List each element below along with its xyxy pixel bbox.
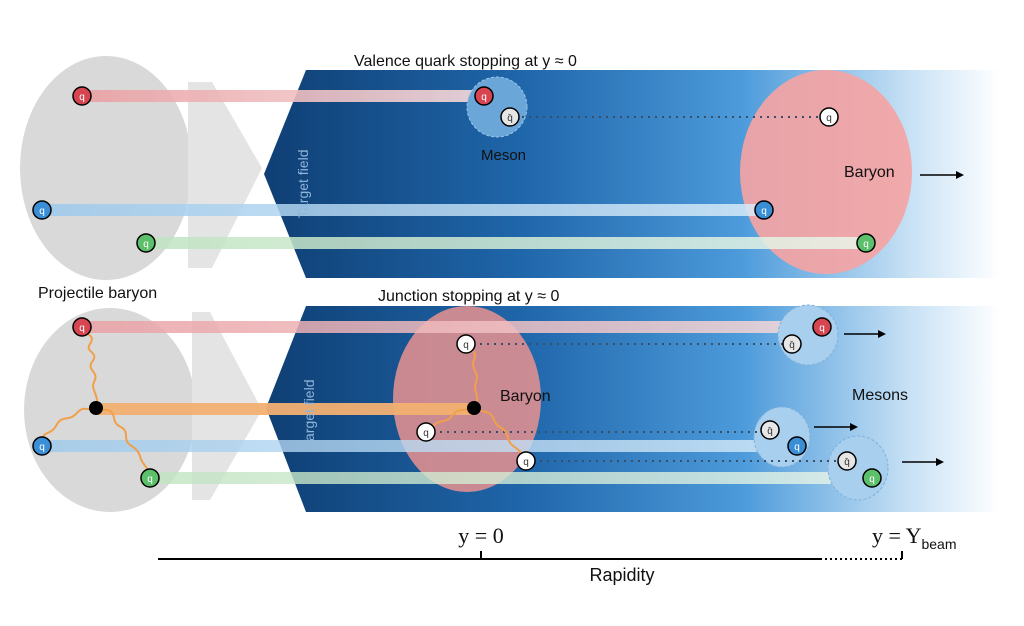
svg-text:q̄: q̄ (844, 457, 850, 468)
bottom-blue-trail (42, 440, 798, 452)
svg-text:q: q (523, 457, 529, 468)
svg-text:q: q (869, 474, 875, 485)
bottom-meson2-antiquark: q̄ (760, 420, 780, 440)
bottom-quark-green-projectile: q (140, 468, 160, 488)
bottom-orange-trail (96, 403, 474, 415)
top-quark-green-projectile: q (136, 233, 156, 253)
axis-label: Rapidity (589, 565, 654, 585)
bottom-meson3-quark-green: q (862, 468, 882, 488)
top-baryon-ellipse (740, 70, 912, 274)
bottom-meson-blob-1 (777, 304, 839, 366)
top-meson-blob (466, 76, 528, 138)
top-baryon-label: Baryon (844, 164, 895, 181)
svg-text:q̄: q̄ (789, 340, 795, 351)
top-field-label: Target field (295, 150, 311, 218)
top-baryon-arrow (920, 171, 964, 179)
top-projectile-baryon-ellipse (20, 56, 192, 280)
bottom-baryon-quark-3: q (516, 451, 536, 471)
svg-text:q: q (463, 340, 469, 351)
svg-text:q: q (794, 442, 800, 453)
bottom-meson-blob-2 (753, 406, 811, 468)
svg-text:q: q (79, 92, 85, 103)
top-baryon-quark-green: q (856, 233, 876, 253)
top-meson-label: Meson (481, 147, 526, 164)
svg-text:q: q (39, 442, 45, 453)
bottom-meson2-quark-blue: q (787, 436, 807, 456)
top-baryon-quark-blue: q (754, 200, 774, 220)
top-panel-title: Valence quark stopping at y ≈ 0 (354, 53, 577, 70)
bottom-meson-blob-3 (827, 435, 889, 501)
top-meson-quark-red: q (474, 86, 494, 106)
top-green-trail (146, 237, 866, 249)
svg-text:q: q (423, 428, 429, 439)
bottom-quark-red-projectile: q (72, 317, 92, 337)
bottom-baryon-junction (467, 401, 481, 415)
svg-text:q̄: q̄ (507, 113, 513, 124)
top-panel: q q q q q̄ q q q Valence (20, 53, 1000, 280)
svg-text:q: q (79, 323, 85, 334)
svg-text:q: q (481, 92, 487, 103)
top-quark-blue-projectile: q (32, 200, 52, 220)
top-quark-red-projectile: q (72, 86, 92, 106)
axis-tick-beam-label: y = Ybeam (872, 523, 957, 552)
bottom-meson1-antiquark: q̄ (782, 334, 802, 354)
top-projectile-arrow (188, 82, 262, 268)
top-red-trail (82, 90, 482, 102)
bottom-panel: q q q q q q q q̄ (24, 288, 1000, 512)
svg-text:q: q (147, 474, 153, 485)
bottom-field-label: Target field (301, 380, 317, 448)
axis-tick-zero-label: y = 0 (458, 523, 503, 548)
svg-text:q: q (863, 239, 869, 250)
rapidity-axis: y = 0 y = Ybeam Rapidity (158, 523, 957, 585)
bottom-green-trail (150, 472, 872, 484)
svg-text:q: q (826, 113, 832, 124)
projectile-baryon-label: Projectile baryon (38, 285, 157, 302)
bottom-baryon-quark-1: q (456, 334, 476, 354)
bottom-baryon-quark-2: q (416, 422, 436, 442)
bottom-quark-blue-projectile: q (32, 436, 52, 456)
bottom-meson2-arrow (814, 423, 858, 431)
bottom-meson3-arrow (902, 458, 944, 466)
svg-text:q: q (819, 323, 825, 334)
bottom-meson3-antiquark: q̄ (837, 451, 857, 471)
bottom-meson1-arrow (844, 330, 886, 338)
bottom-projectile-gluons (41, 327, 151, 479)
top-baryon-quark-white: q (819, 107, 839, 127)
bottom-meson1-quark-red: q (812, 317, 832, 337)
svg-text:q̄: q̄ (767, 426, 773, 437)
svg-text:q: q (143, 239, 149, 250)
bottom-red-trail (82, 321, 822, 333)
bottom-panel-title: Junction stopping at y ≈ 0 (378, 288, 559, 305)
top-meson-antiquark: q̄ (500, 107, 520, 127)
mesons-label: Mesons (852, 387, 908, 404)
svg-text:q: q (39, 206, 45, 217)
bottom-projectile-junction (89, 401, 103, 415)
bottom-baryon-label: Baryon (500, 388, 551, 405)
top-blue-trail (42, 204, 764, 216)
svg-text:q: q (761, 206, 767, 217)
